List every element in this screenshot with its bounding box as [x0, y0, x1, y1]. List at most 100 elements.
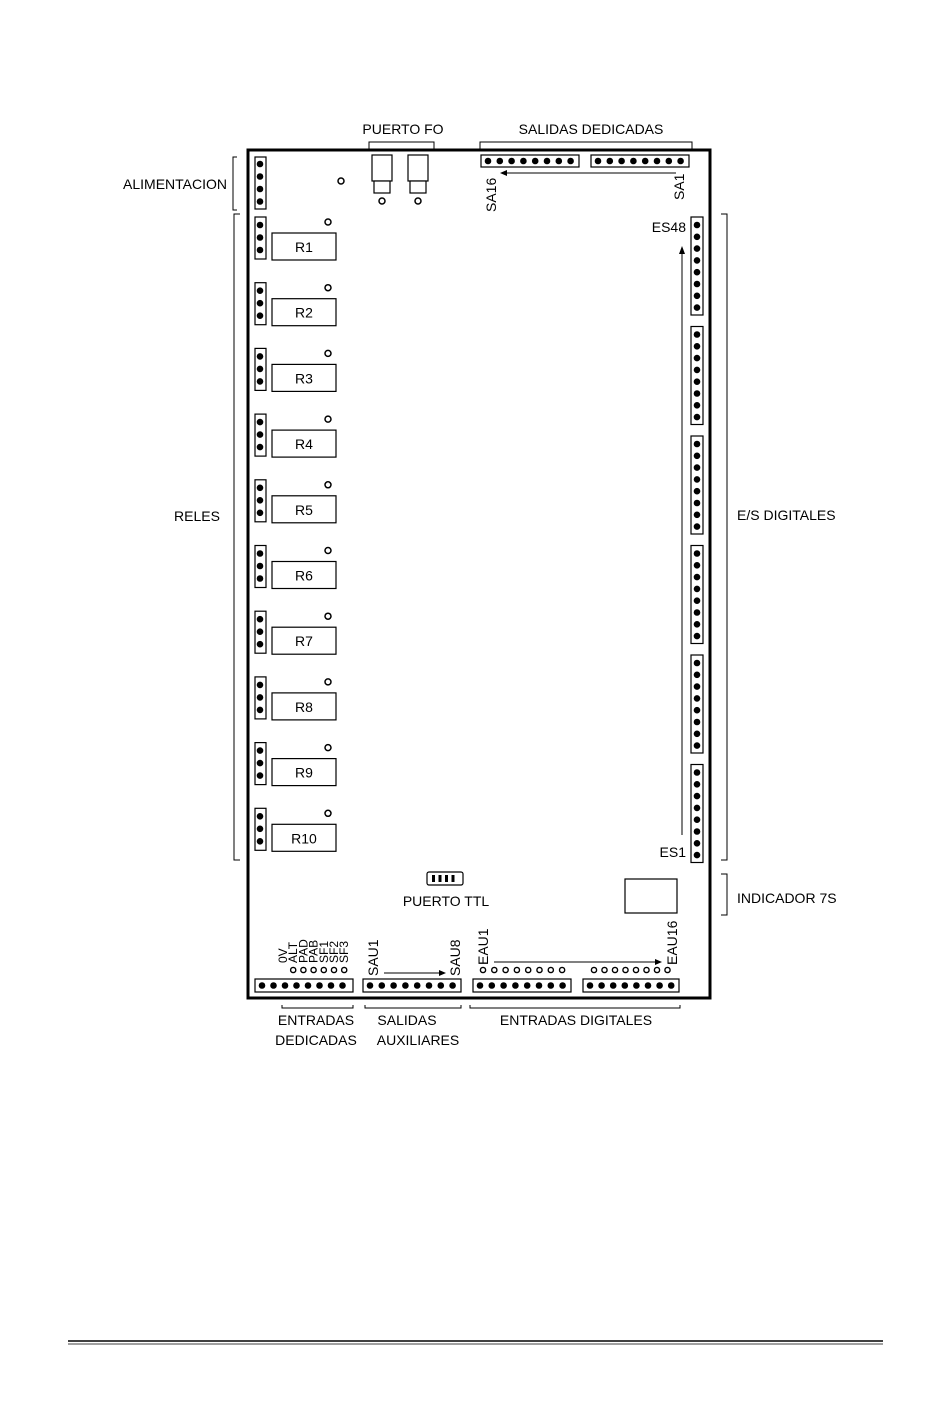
- salidas-dedicadas-label: SALIDAS DEDICADAS: [519, 121, 664, 137]
- ttl-pin: [439, 875, 442, 882]
- entradas-digitales-label: ENTRADAS DIGITALES: [500, 1012, 652, 1028]
- power-pin: [257, 199, 262, 204]
- dedicated-input-pin: [271, 983, 276, 988]
- relay-led: [325, 548, 331, 554]
- dedicated-input-pin: [282, 983, 287, 988]
- sa-pin: [521, 158, 526, 163]
- relay-connector-pin: [257, 379, 262, 384]
- es-pin: [694, 258, 699, 263]
- es-pin: [694, 719, 699, 724]
- sa-pin: [533, 158, 538, 163]
- aux-output-pin: [379, 983, 384, 988]
- dedicated-test-point: [301, 967, 306, 972]
- relay-connector-pin: [257, 826, 262, 831]
- es-pin: [694, 622, 699, 627]
- digital-input-pin: [536, 983, 541, 988]
- sa-pin: [544, 158, 549, 163]
- sa-connector-right: [591, 155, 689, 167]
- relay-connector-pin: [257, 301, 262, 306]
- sa-pin: [643, 158, 648, 163]
- es-connector-block: [691, 217, 703, 315]
- digital-input-pin: [611, 983, 616, 988]
- aux-output-pin: [391, 983, 396, 988]
- es-pin: [694, 305, 699, 310]
- digital-test-point: [623, 967, 628, 972]
- es-pin: [694, 293, 699, 298]
- dedicated-test-point: [291, 967, 296, 972]
- puerto-fo-bracket: [369, 142, 434, 149]
- relay-connector-pin: [257, 642, 262, 647]
- power-pin: [257, 161, 262, 166]
- aux-output-pin: [415, 983, 420, 988]
- relay-connector-pin: [257, 773, 262, 778]
- dedicated-test-point: [342, 967, 347, 972]
- sau-arrow-head: [439, 970, 446, 976]
- es-pin: [694, 575, 699, 580]
- es-pin: [694, 805, 699, 810]
- es-pin: [694, 551, 699, 556]
- digital-input-test-points: [480, 967, 670, 972]
- relay-connector-pin: [257, 695, 262, 700]
- dedicated-input-pin: [305, 983, 310, 988]
- salidas-auxiliares-bracket: [365, 1005, 461, 1008]
- relay-3: R3: [255, 348, 336, 391]
- digital-test-point: [665, 967, 670, 972]
- fiber-connector-left: [372, 155, 392, 204]
- relay-4: R4: [255, 414, 336, 457]
- digital-test-point: [560, 967, 565, 972]
- es-pin: [694, 281, 699, 286]
- es-pin: [694, 477, 699, 482]
- reles-label: RELES: [174, 508, 220, 524]
- entradas-dedicadas-label-1: ENTRADAS: [278, 1012, 354, 1028]
- es-pin: [694, 500, 699, 505]
- salidas-auxiliares-label-1: SALIDAS: [377, 1012, 436, 1028]
- relay-connector-pin: [257, 576, 262, 581]
- relay-8: R8: [255, 677, 336, 720]
- relay-connector-pin: [257, 247, 262, 252]
- sa1-label: SA1: [671, 173, 687, 200]
- relay-led: [325, 679, 331, 685]
- aux-output-pin: [450, 983, 455, 988]
- relay-connector-pin: [257, 748, 262, 753]
- digital-test-point: [480, 967, 485, 972]
- aux-output-pin: [403, 983, 408, 988]
- dedicated-test-point: [331, 967, 336, 972]
- relay-label: R7: [295, 633, 313, 649]
- relay-connector-pin: [257, 498, 262, 503]
- digital-test-point: [548, 967, 553, 972]
- relay-label: R8: [295, 699, 313, 715]
- aux-output-pin: [367, 983, 372, 988]
- es-pin: [694, 391, 699, 396]
- es-pin: [694, 270, 699, 275]
- ttl-pin: [452, 875, 455, 882]
- es-pin: [694, 696, 699, 701]
- sa-pin: [556, 158, 561, 163]
- es-pin: [694, 332, 699, 337]
- relay-connector-pin: [257, 485, 262, 490]
- digital-input-connector-right: [583, 979, 679, 992]
- relay-2: R2: [255, 283, 336, 326]
- es-connector-block: [691, 546, 703, 644]
- es-pin: [694, 684, 699, 689]
- relay-connector-pin: [257, 761, 262, 766]
- es-pin: [694, 660, 699, 665]
- es-pin: [694, 453, 699, 458]
- alimentacion-bracket: [233, 157, 237, 210]
- relay-connector-pin: [257, 235, 262, 240]
- eau16-label: EAU16: [664, 920, 680, 965]
- ttl-pin: [445, 875, 448, 882]
- relay-led: [325, 745, 331, 751]
- relay-label: R5: [295, 502, 313, 518]
- relay-connector-pin: [257, 551, 262, 556]
- es-pin: [694, 610, 699, 615]
- es-pin: [694, 246, 699, 251]
- sau1-label: SAU1: [365, 939, 381, 976]
- sa16-label: SA16: [483, 178, 499, 212]
- es-pin: [694, 524, 699, 529]
- aux-output-pin: [426, 983, 431, 988]
- ttl-pin: [432, 875, 435, 882]
- es-pin: [694, 441, 699, 446]
- es-pin: [694, 782, 699, 787]
